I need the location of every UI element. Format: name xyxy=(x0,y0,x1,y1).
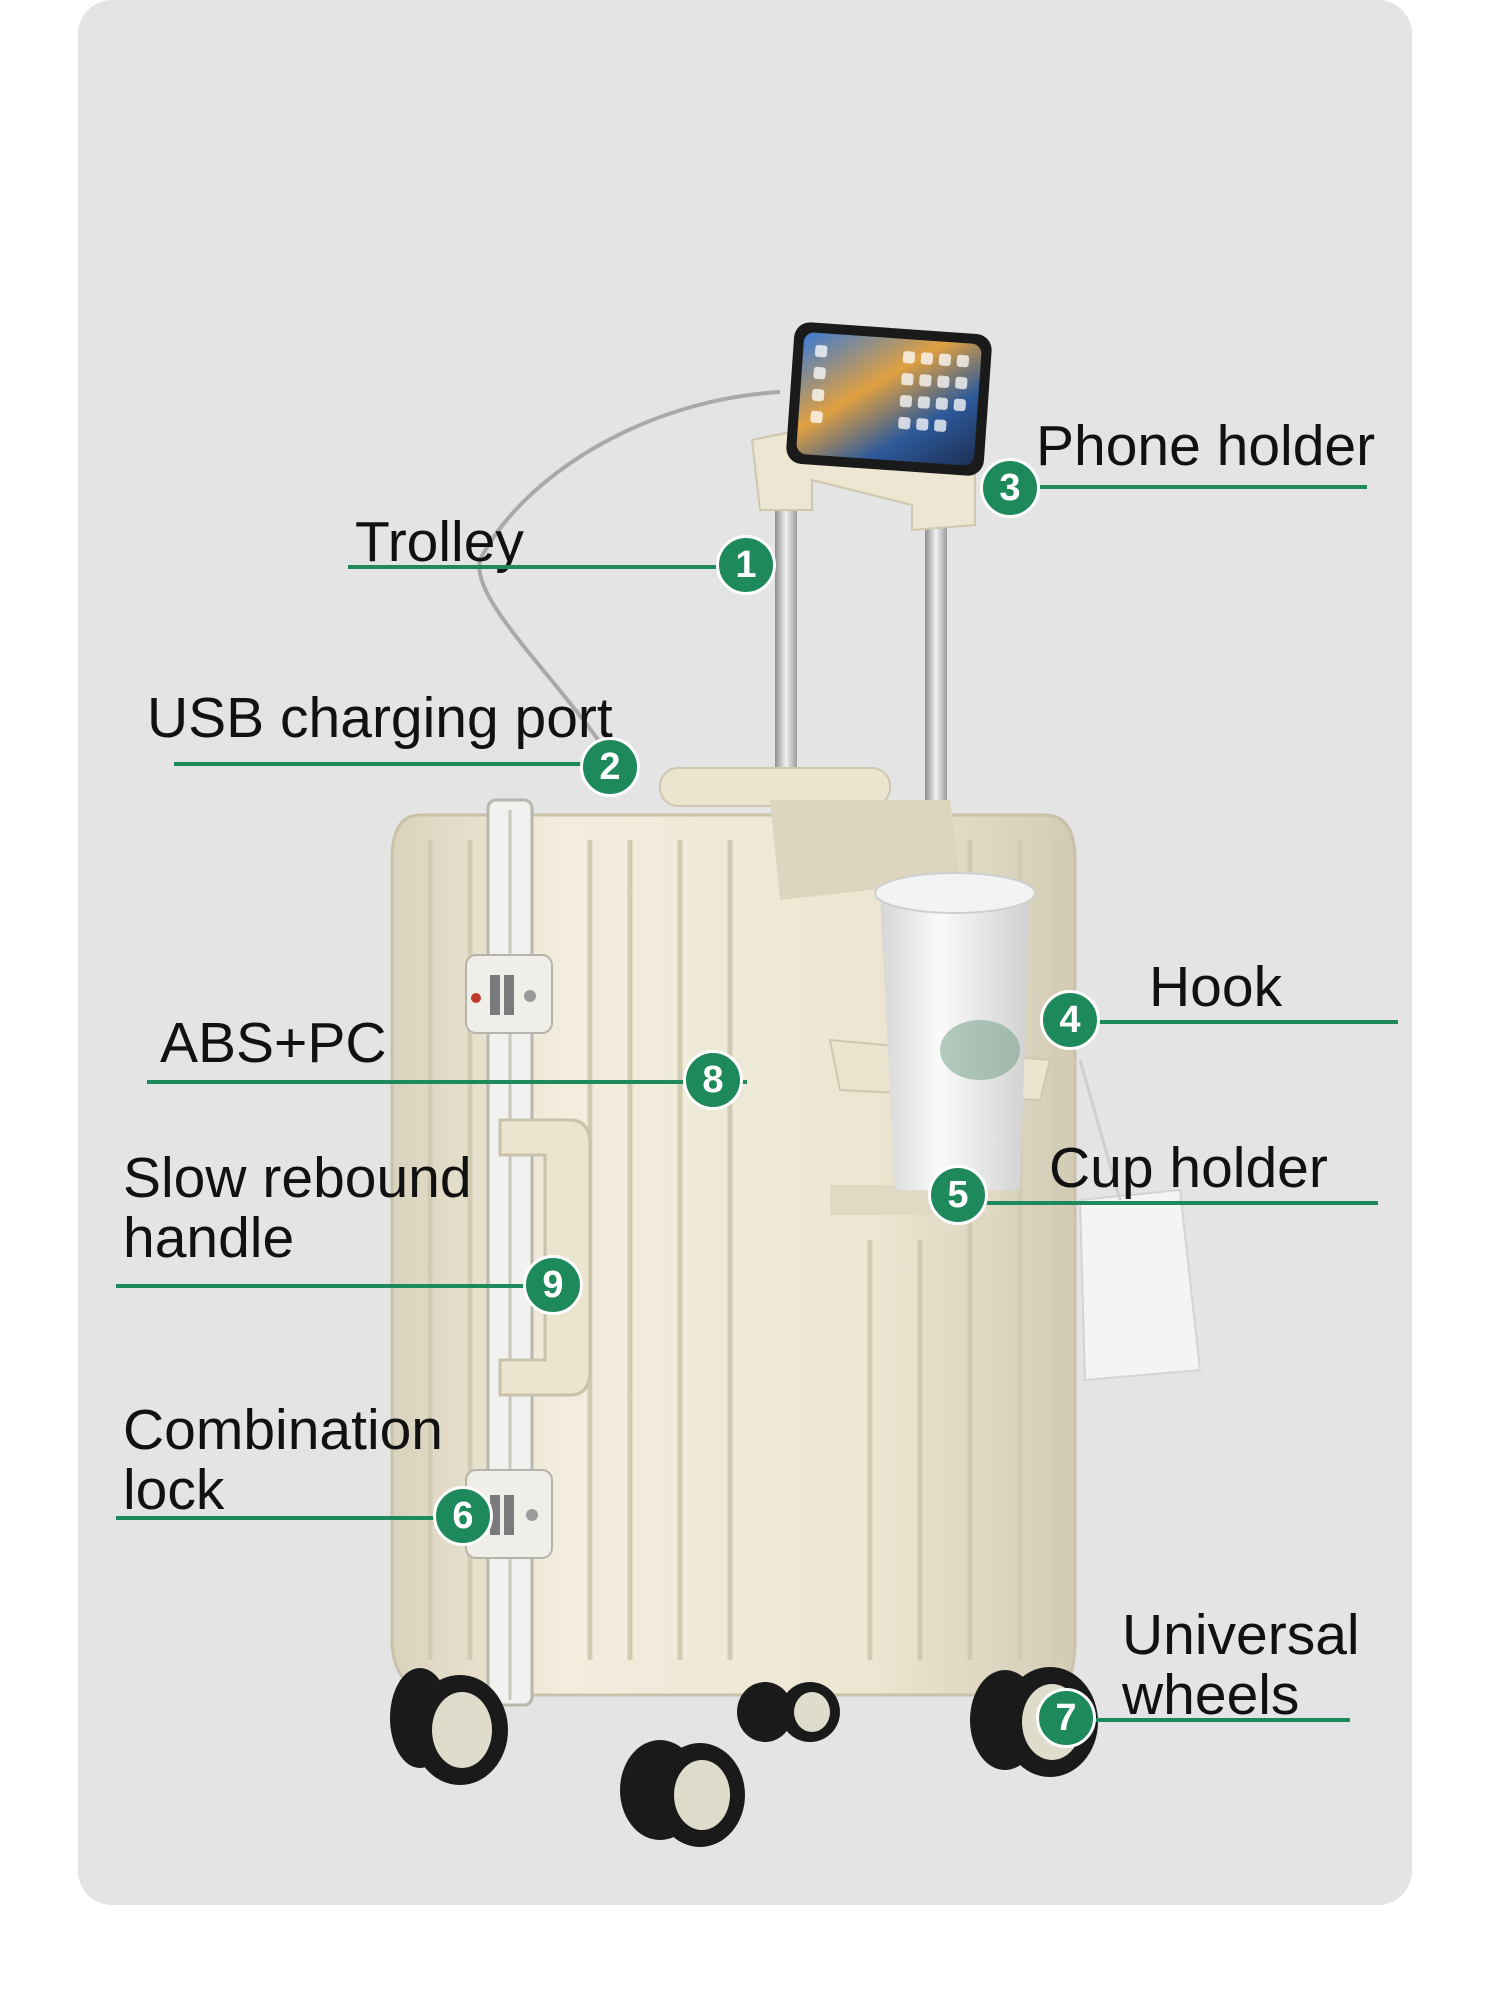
leader-line-5 xyxy=(980,1201,1378,1205)
cup-logo-blur xyxy=(940,1020,1020,1080)
wheel-front-middle xyxy=(620,1740,745,1847)
callout-badge-8: 8 xyxy=(683,1050,743,1110)
leader-line-3 xyxy=(1022,485,1367,489)
usb-cable xyxy=(477,390,781,762)
wheel-front-left xyxy=(390,1668,508,1785)
callout-badge-5: 5 xyxy=(928,1165,988,1225)
callout-label-cup-holder: Cup holder xyxy=(1049,1136,1328,1200)
callout-badge-3: 3 xyxy=(980,458,1040,518)
callout-label-hook: Hook xyxy=(1149,955,1283,1019)
callout-badge-6: 6 xyxy=(433,1486,493,1546)
callout-label-slow-rebound-handle: Slow rebound handle xyxy=(123,1146,472,1270)
leader-line-4 xyxy=(1095,1020,1398,1024)
hanging-bag xyxy=(1078,1188,1202,1382)
trolley-pole-right xyxy=(925,525,947,885)
callout-label-abs-pc: ABS+PC xyxy=(160,1011,387,1075)
leader-line-9 xyxy=(116,1284,546,1288)
callout-badge-9: 9 xyxy=(523,1255,583,1315)
leader-line-7 xyxy=(1068,1718,1350,1722)
leader-line-2 xyxy=(174,762,598,766)
callout-label-usb-charging-port: USB charging port xyxy=(147,686,613,750)
callout-badge-1: 1 xyxy=(716,535,776,595)
callout-label-universal-wheels: Universal wheels xyxy=(1122,1603,1360,1727)
callout-label-phone-holder: Phone holder xyxy=(1036,414,1376,478)
callout-label-trolley: Trolley xyxy=(355,510,524,574)
callout-badge-7: 7 xyxy=(1036,1688,1096,1748)
combination-lock-lower xyxy=(465,1469,553,1559)
callout-badge-2: 2 xyxy=(580,737,640,797)
callout-badge-4: 4 xyxy=(1040,990,1100,1050)
wheel-rear-middle xyxy=(737,1682,840,1742)
combination-lock-upper xyxy=(465,954,553,1034)
leader-line-8 xyxy=(147,1080,747,1084)
leader-line-6 xyxy=(116,1516,456,1520)
leader-line-1 xyxy=(348,565,728,569)
phone-icon xyxy=(786,322,992,476)
callout-label-combination-lock: Combination lock xyxy=(123,1398,444,1522)
